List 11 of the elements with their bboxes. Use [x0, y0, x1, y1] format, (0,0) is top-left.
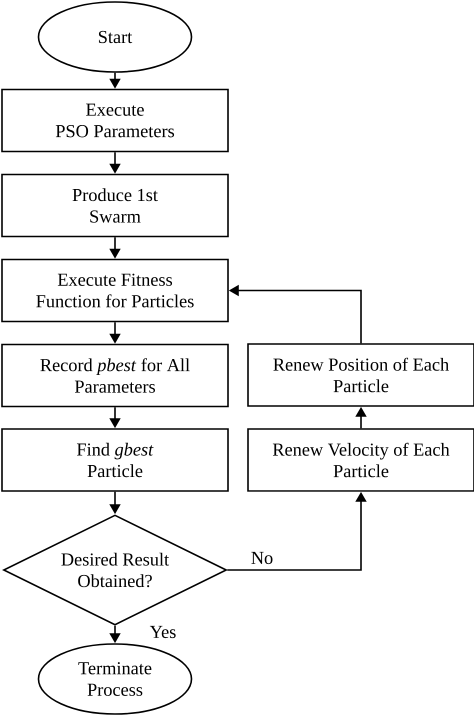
process-box: Record pbest for All Parameters	[1, 344, 229, 408]
process-box: Find gbest Particle	[1, 428, 229, 492]
process-box: Produce 1st Swarm	[1, 174, 229, 238]
edge-label: Yes	[148, 624, 178, 640]
terminal-oval: Terminate Process	[38, 643, 192, 715]
process-box: Execute Fitness Function for Particles	[1, 258, 229, 322]
process-box: Renew Position of Each Particle	[247, 343, 474, 407]
process-box: Execute PSO Parameters	[1, 88, 229, 152]
process-box: Renew Velocity of Each Particle	[247, 428, 474, 492]
terminal-oval: Start	[38, 1, 192, 73]
edge-label: No	[250, 550, 274, 566]
